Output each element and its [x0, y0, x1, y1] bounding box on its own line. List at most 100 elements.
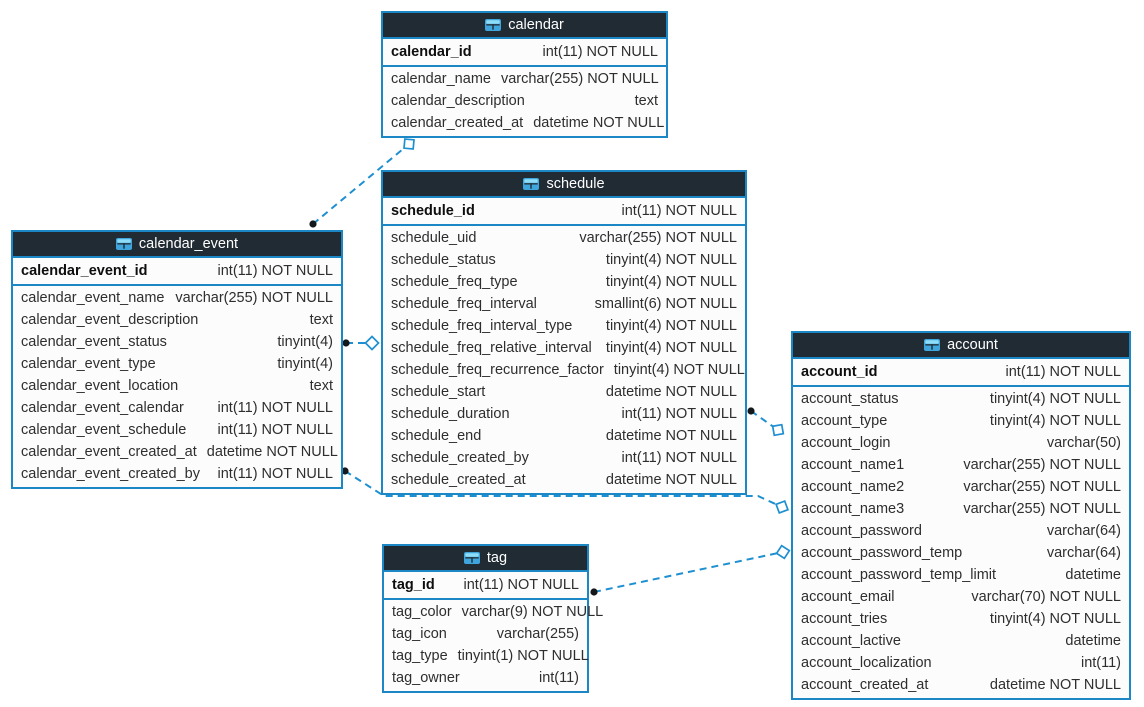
- rel-schedule-to-account[interactable]: [747, 407, 787, 439]
- column-name: tag_owner: [392, 670, 460, 686]
- column-type: int(11) NOT NULL: [217, 263, 334, 279]
- column-row[interactable]: schedule_freq_interval_type tinyint(4) NO…: [383, 315, 745, 337]
- column-name: calendar_id: [391, 44, 472, 60]
- column-name: account_name1: [801, 457, 905, 473]
- column-type: datetime: [1065, 567, 1121, 583]
- relationship-diamond-end: [364, 335, 380, 351]
- table-header-account[interactable]: account: [793, 333, 1129, 359]
- column-type: varchar(255) NOT NULL: [579, 230, 737, 246]
- column-type: varchar(9) NOT NULL: [461, 604, 604, 620]
- column-row[interactable]: account_email varchar(70) NOT NULL: [793, 586, 1129, 608]
- column-name: calendar_name: [391, 71, 491, 87]
- column-type: varchar(70) NOT NULL: [971, 589, 1121, 605]
- column-name: calendar_description: [391, 93, 525, 109]
- column-name: account_name2: [801, 479, 905, 495]
- column-type: datetime NOT NULL: [989, 677, 1121, 693]
- rel-tag-to-account[interactable]: [590, 544, 791, 596]
- column-row[interactable]: account_name2 varchar(255) NOT NULL: [793, 476, 1129, 498]
- column-name: account_email: [801, 589, 895, 605]
- column-name: schedule_status: [391, 252, 496, 268]
- relationship-dot-end: [342, 339, 350, 347]
- table-header-schedule[interactable]: schedule: [383, 172, 745, 198]
- relationship-dot-end: [590, 588, 598, 596]
- column-type: int(11) NOT NULL: [621, 406, 738, 422]
- table-icon: [924, 339, 941, 351]
- column-name: schedule_freq_relative_interval: [391, 340, 592, 356]
- table-header-tag[interactable]: tag: [384, 546, 587, 572]
- table-header-calendar_event[interactable]: calendar_event: [13, 232, 341, 258]
- column-name: account_password_temp: [801, 545, 963, 561]
- column-type: varchar(50): [1046, 435, 1121, 451]
- column-type: tinyint(4) NOT NULL: [605, 318, 737, 334]
- column-row[interactable]: account_created_at datetime NOT NULL: [793, 674, 1129, 696]
- column-name: calendar_event_created_at: [21, 444, 197, 460]
- column-type: tinyint(4) NOT NULL: [989, 391, 1121, 407]
- column-name: calendar_event_calendar: [21, 400, 184, 416]
- rel-calendar_event-to-schedule[interactable]: [342, 335, 380, 351]
- column-name: schedule_freq_interval_type: [391, 318, 573, 334]
- column-type: int(11) NOT NULL: [1005, 364, 1122, 380]
- column-name: schedule_created_by: [391, 450, 529, 466]
- relationship-dot-end: [309, 220, 317, 228]
- column-name: account_password_temp_limit: [801, 567, 997, 583]
- column-row[interactable]: account_password_temp_limit datetime: [793, 564, 1129, 586]
- column-name: account_created_at: [801, 677, 929, 693]
- column-name: account_password: [801, 523, 922, 539]
- column-name: calendar_event_status: [21, 334, 167, 350]
- table-header-calendar[interactable]: calendar: [383, 13, 666, 39]
- column-type: datetime: [1065, 633, 1121, 649]
- column-row[interactable]: account_name1 varchar(255) NOT NULL: [793, 454, 1129, 476]
- relationship-diamond-end: [774, 499, 790, 515]
- column-type: varchar(255) NOT NULL: [963, 479, 1121, 495]
- column-type: varchar(255) NOT NULL: [963, 457, 1121, 473]
- column-type: int(11) NOT NULL: [621, 203, 738, 219]
